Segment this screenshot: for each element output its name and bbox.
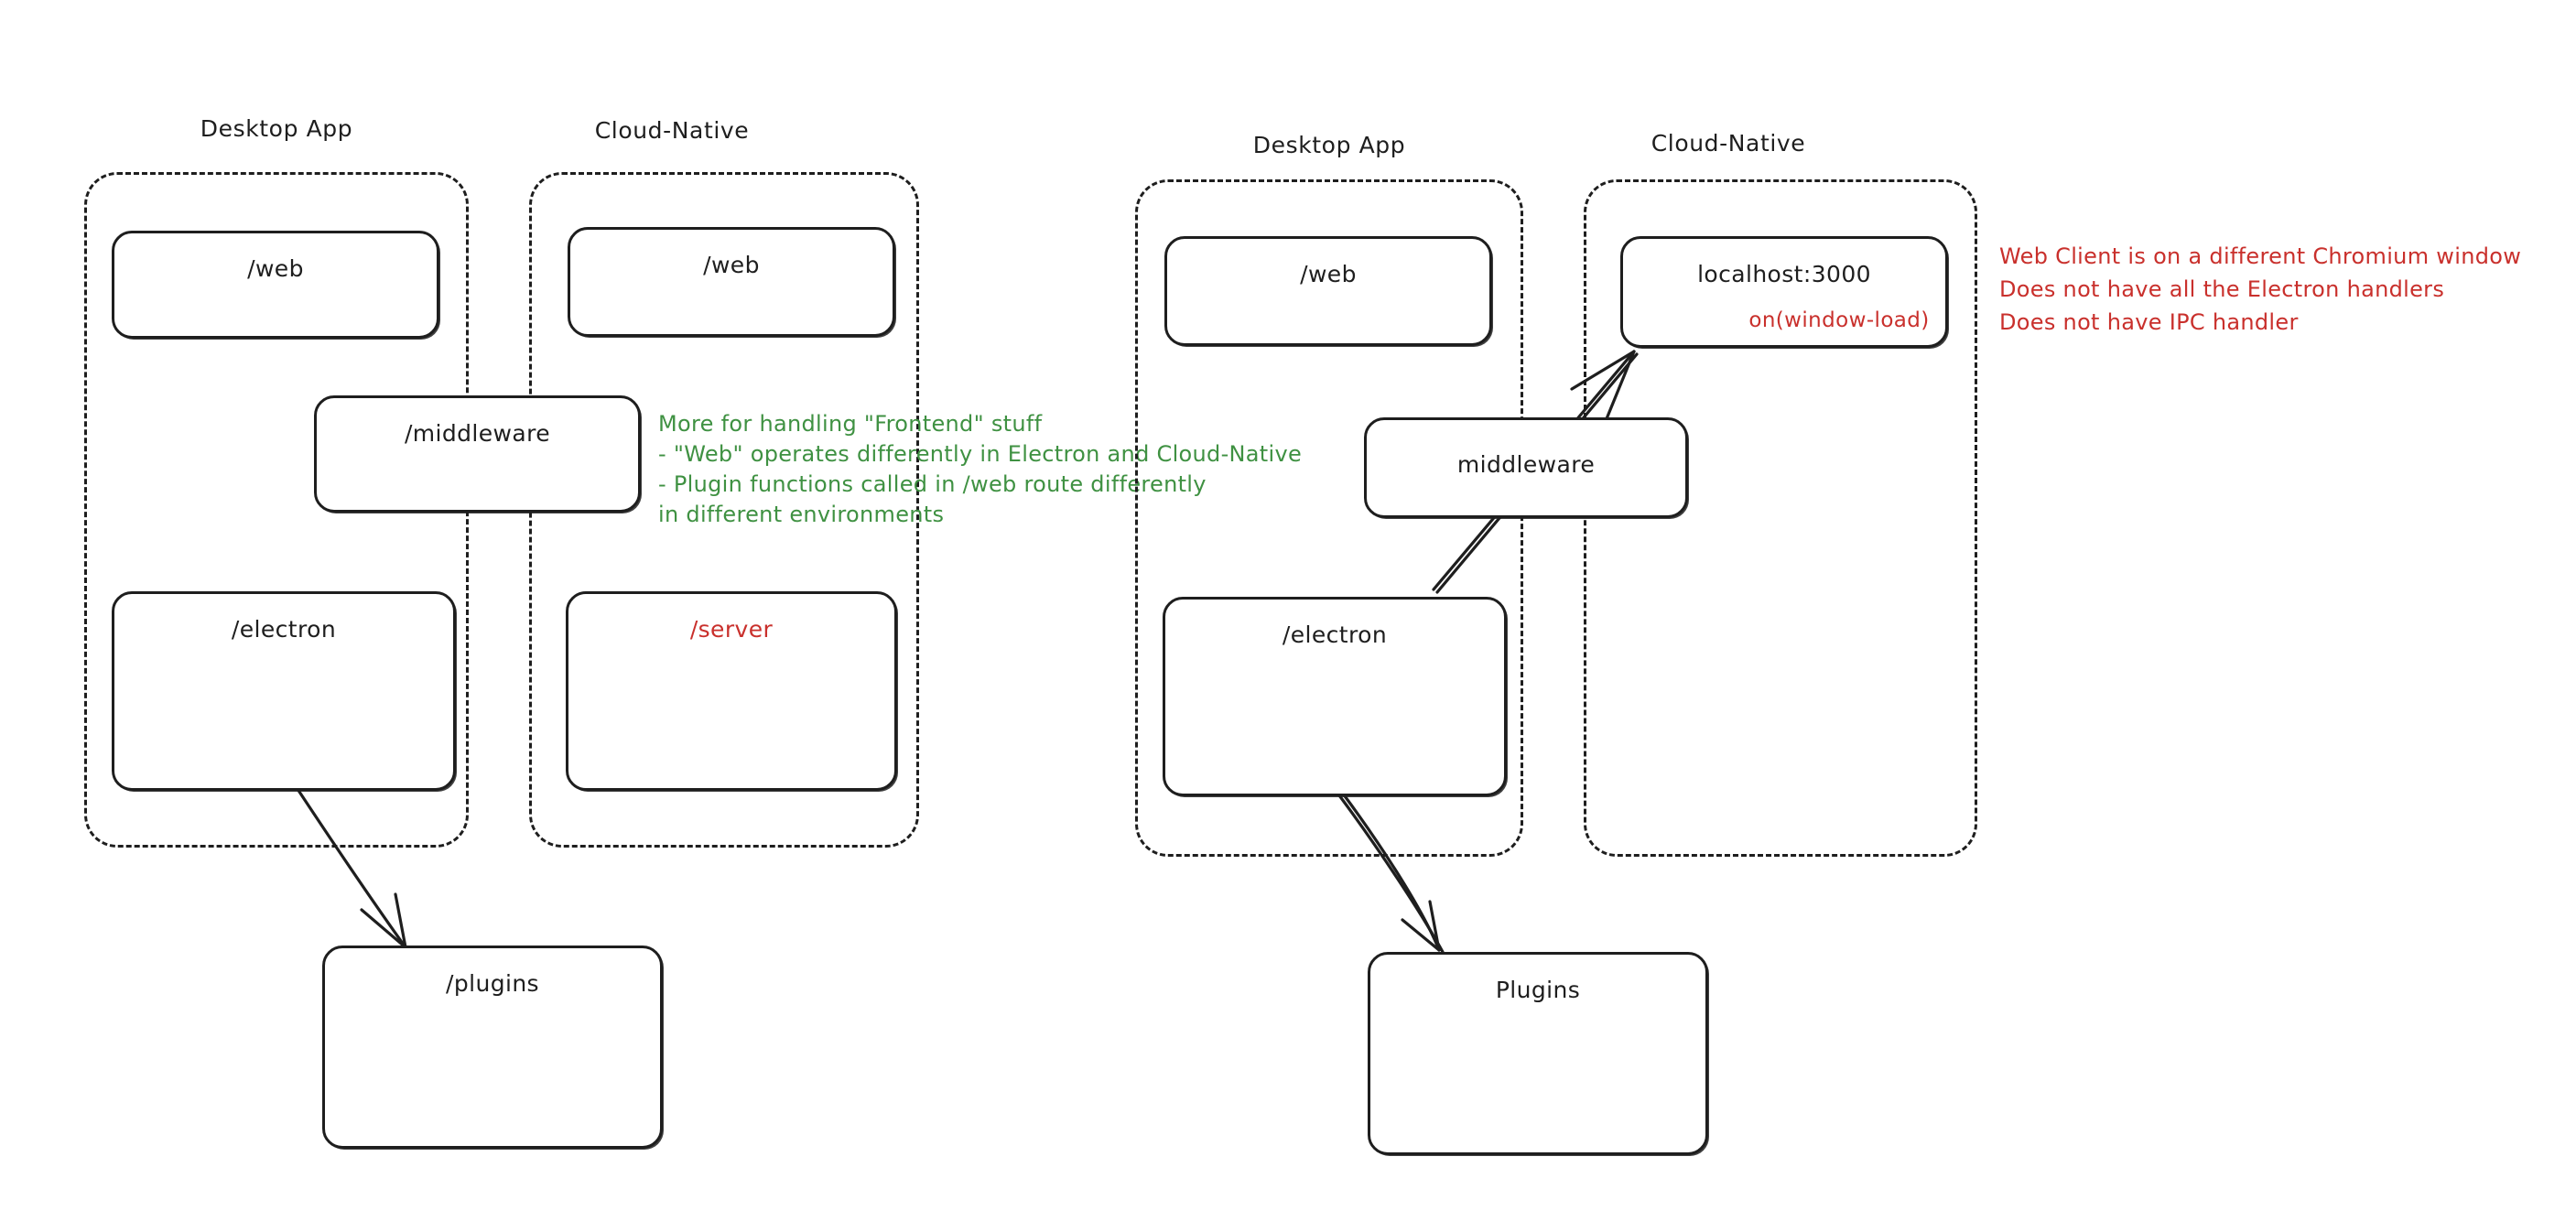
group-right-desktop-app-label: Desktop App bbox=[1252, 132, 1406, 158]
node-right-plugins-label: Plugins bbox=[1495, 977, 1581, 1003]
node-left-cloud-web[interactable]: /web bbox=[568, 227, 895, 337]
node-right-localhost-label: localhost:3000 bbox=[1697, 261, 1871, 287]
node-left-plugins[interactable]: /plugins bbox=[322, 946, 663, 1149]
node-right-middleware[interactable]: middleware bbox=[1364, 417, 1688, 518]
node-left-desktop-web[interactable]: /web bbox=[112, 231, 439, 339]
node-left-plugins-label: /plugins bbox=[446, 970, 539, 997]
group-right-cloud-native bbox=[1584, 179, 1977, 857]
node-left-server-label: /server bbox=[689, 616, 774, 643]
node-left-middleware-label: /middleware bbox=[404, 420, 551, 447]
group-left-desktop-app-label: Desktop App bbox=[200, 115, 353, 142]
node-left-cloud-web-label: /web bbox=[703, 252, 760, 278]
node-right-middleware-label: middleware bbox=[1456, 451, 1596, 478]
node-left-desktop-web-label: /web bbox=[247, 255, 304, 282]
node-right-electron-label: /electron bbox=[1282, 621, 1388, 648]
group-right-desktop-app bbox=[1135, 179, 1523, 857]
node-right-localhost-sublabel: on(window-load) bbox=[1748, 308, 1930, 332]
node-right-desktop-web[interactable]: /web bbox=[1164, 236, 1492, 346]
node-left-electron[interactable]: /electron bbox=[112, 591, 456, 791]
node-right-desktop-web-label: /web bbox=[1300, 261, 1357, 287]
group-right-cloud-native-label: Cloud-Native bbox=[1651, 130, 1806, 157]
node-left-electron-label: /electron bbox=[231, 616, 337, 643]
node-left-middleware[interactable]: /middleware bbox=[314, 395, 641, 513]
node-right-localhost[interactable]: localhost:3000 on(window-load) bbox=[1620, 236, 1948, 348]
annotation-red-note: Web Client is on a different Chromium wi… bbox=[1999, 243, 2522, 335]
annotation-green-note: More for handling "Frontend" stuff - "We… bbox=[658, 411, 1303, 527]
node-left-server[interactable]: /server bbox=[566, 591, 897, 791]
node-right-plugins[interactable]: Plugins bbox=[1368, 952, 1708, 1155]
group-left-cloud-native-label: Cloud-Native bbox=[594, 117, 750, 144]
node-right-electron[interactable]: /electron bbox=[1163, 597, 1507, 796]
